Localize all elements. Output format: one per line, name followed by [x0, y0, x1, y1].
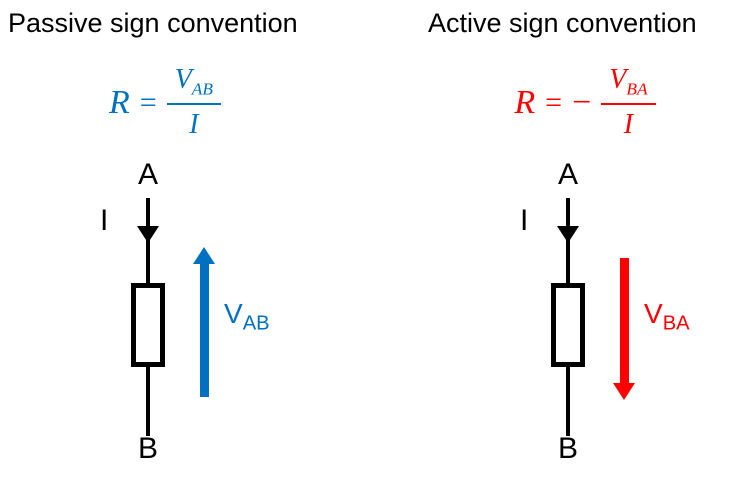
passive-panel-title: Passive sign convention: [8, 8, 298, 38]
active-panel-title: Active sign convention: [428, 8, 697, 38]
voltage-arrow-shaft: [620, 258, 629, 385]
node-label-b: B: [557, 432, 578, 465]
formula-numerator: VAB: [166, 64, 222, 105]
voltage-label-subscript: BA: [662, 312, 690, 335]
voltage-arrowhead-down-icon: [613, 383, 635, 400]
voltage-label: VAB: [224, 298, 270, 336]
resistor-body: [131, 283, 165, 367]
formula-numerator-base: V: [609, 64, 627, 95]
formula-denominator: I: [623, 108, 634, 140]
node-label-a: A: [557, 158, 578, 191]
wire-bottom: [566, 366, 570, 436]
formula-numerator-base: V: [174, 64, 192, 95]
voltage-arrow-shaft: [200, 262, 209, 397]
current-label: I: [520, 204, 529, 237]
formula-numerator: VBA: [601, 64, 656, 105]
voltage-label-subscript: AB: [242, 312, 270, 335]
formula-fraction: VAB I: [166, 64, 222, 141]
formula-equals: =: [545, 85, 563, 119]
formula-lhs: R: [514, 83, 536, 121]
wire-bottom: [146, 366, 150, 436]
formula-equals: =: [139, 85, 157, 119]
formula-lhs: R: [108, 83, 130, 121]
passive-formula: R = VAB I: [0, 64, 330, 141]
current-arrowhead-down-icon: [557, 226, 579, 243]
voltage-arrowhead-up-icon: [193, 247, 215, 264]
node-label-b: B: [137, 432, 158, 465]
formula-denominator: I: [189, 108, 199, 140]
active-convention-panel: Active sign convention R = − VBA I A I B…: [420, 0, 749, 490]
formula-numerator-subscript: BA: [626, 79, 648, 99]
passive-convention-panel: Passive sign convention R = VAB I A I B …: [0, 0, 330, 490]
voltage-label-base: V: [224, 298, 243, 329]
current-label: I: [100, 204, 109, 237]
resistor-body: [551, 283, 585, 367]
active-formula: R = − VBA I: [420, 64, 749, 141]
node-label-a: A: [137, 158, 158, 191]
voltage-label-base: V: [644, 298, 663, 329]
formula-numerator-subscript: AB: [191, 79, 214, 99]
current-arrowhead-down-icon: [137, 226, 159, 243]
formula-fraction: VBA I: [601, 64, 656, 141]
formula-minus-sign: −: [572, 83, 592, 121]
voltage-label: VBA: [644, 298, 690, 336]
